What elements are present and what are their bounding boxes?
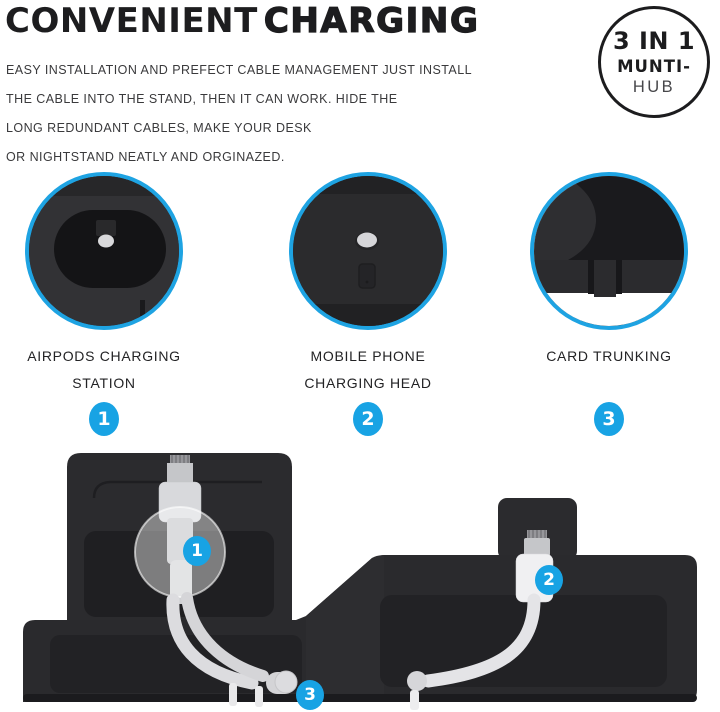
feature-label: AIRPODS CHARGING STATION	[27, 343, 181, 397]
description-line-4: OR NIGHTSTAND NEATLY AND ORGINAZED.	[6, 150, 285, 164]
three-in-one-hub-badge: 3 IN 1 MUNTI- HUB	[598, 6, 710, 118]
charging-stand-product-image	[23, 453, 697, 710]
feature-label-line1: CARD TRUNKING	[546, 348, 672, 364]
feature-label-line1: AIRPODS CHARGING	[27, 348, 181, 364]
feature-label: MOBILE PHONE CHARGING HEAD	[304, 343, 431, 397]
title-word-bold: CHARGING	[263, 0, 480, 41]
airpods-slot-photo	[25, 172, 183, 330]
product-callout-badge-1: 1	[183, 536, 211, 566]
feature-number-badge-3: 3	[594, 402, 624, 436]
product-callout-badge-2: 2	[535, 565, 563, 595]
feature-label-line2: CHARGING HEAD	[304, 375, 432, 391]
hub-badge-line2: MUNTI-	[617, 57, 691, 76]
cable-riser-tab	[498, 498, 577, 560]
phone-cable	[421, 593, 541, 688]
description-line-3: LONG REDUNDANT CABLES, MAKE YOUR DESK	[6, 121, 312, 135]
feature-airpods-charging-station: AIRPODS CHARGING STATION 1	[0, 172, 224, 436]
feature-number-badge-2: 2	[353, 402, 383, 436]
airpods-slot-closeup-image	[29, 176, 179, 326]
title-word-regular: CONVENIENT	[5, 1, 258, 41]
feature-label-line2: STATION	[72, 375, 136, 391]
feature-mobile-phone-charging-head: MOBILE PHONE CHARGING HEAD 2	[248, 172, 488, 436]
feature-number-badge-1: 1	[89, 402, 119, 436]
feature-label-line1: MOBILE PHONE	[310, 348, 426, 364]
description-line-1: EASY INSTALLATION AND PREFECT CABLE MANA…	[6, 63, 473, 77]
hidden-cable-bundle	[166, 592, 269, 690]
hub-badge-line3: HUB	[632, 78, 676, 96]
description-block: EASY INSTALLATION AND PREFECT CABLE MANA…	[6, 56, 472, 172]
cable-trunk-photo	[530, 172, 688, 330]
feature-label: CARD TRUNKING	[546, 343, 672, 397]
description-line-2: THE CABLE INTO THE STAND, THEN IT CAN WO…	[6, 92, 398, 106]
product-callout-badge-3: 3	[296, 680, 324, 710]
cable-trunk-closeup-image	[534, 176, 684, 326]
frosted-highlight-circle	[134, 506, 226, 598]
hub-badge-line1: 3 IN 1	[612, 27, 696, 55]
phone-connector-photo	[289, 172, 447, 330]
phone-connector-closeup-image	[293, 176, 443, 326]
feature-card-trunking: CARD TRUNKING 3	[489, 172, 720, 436]
